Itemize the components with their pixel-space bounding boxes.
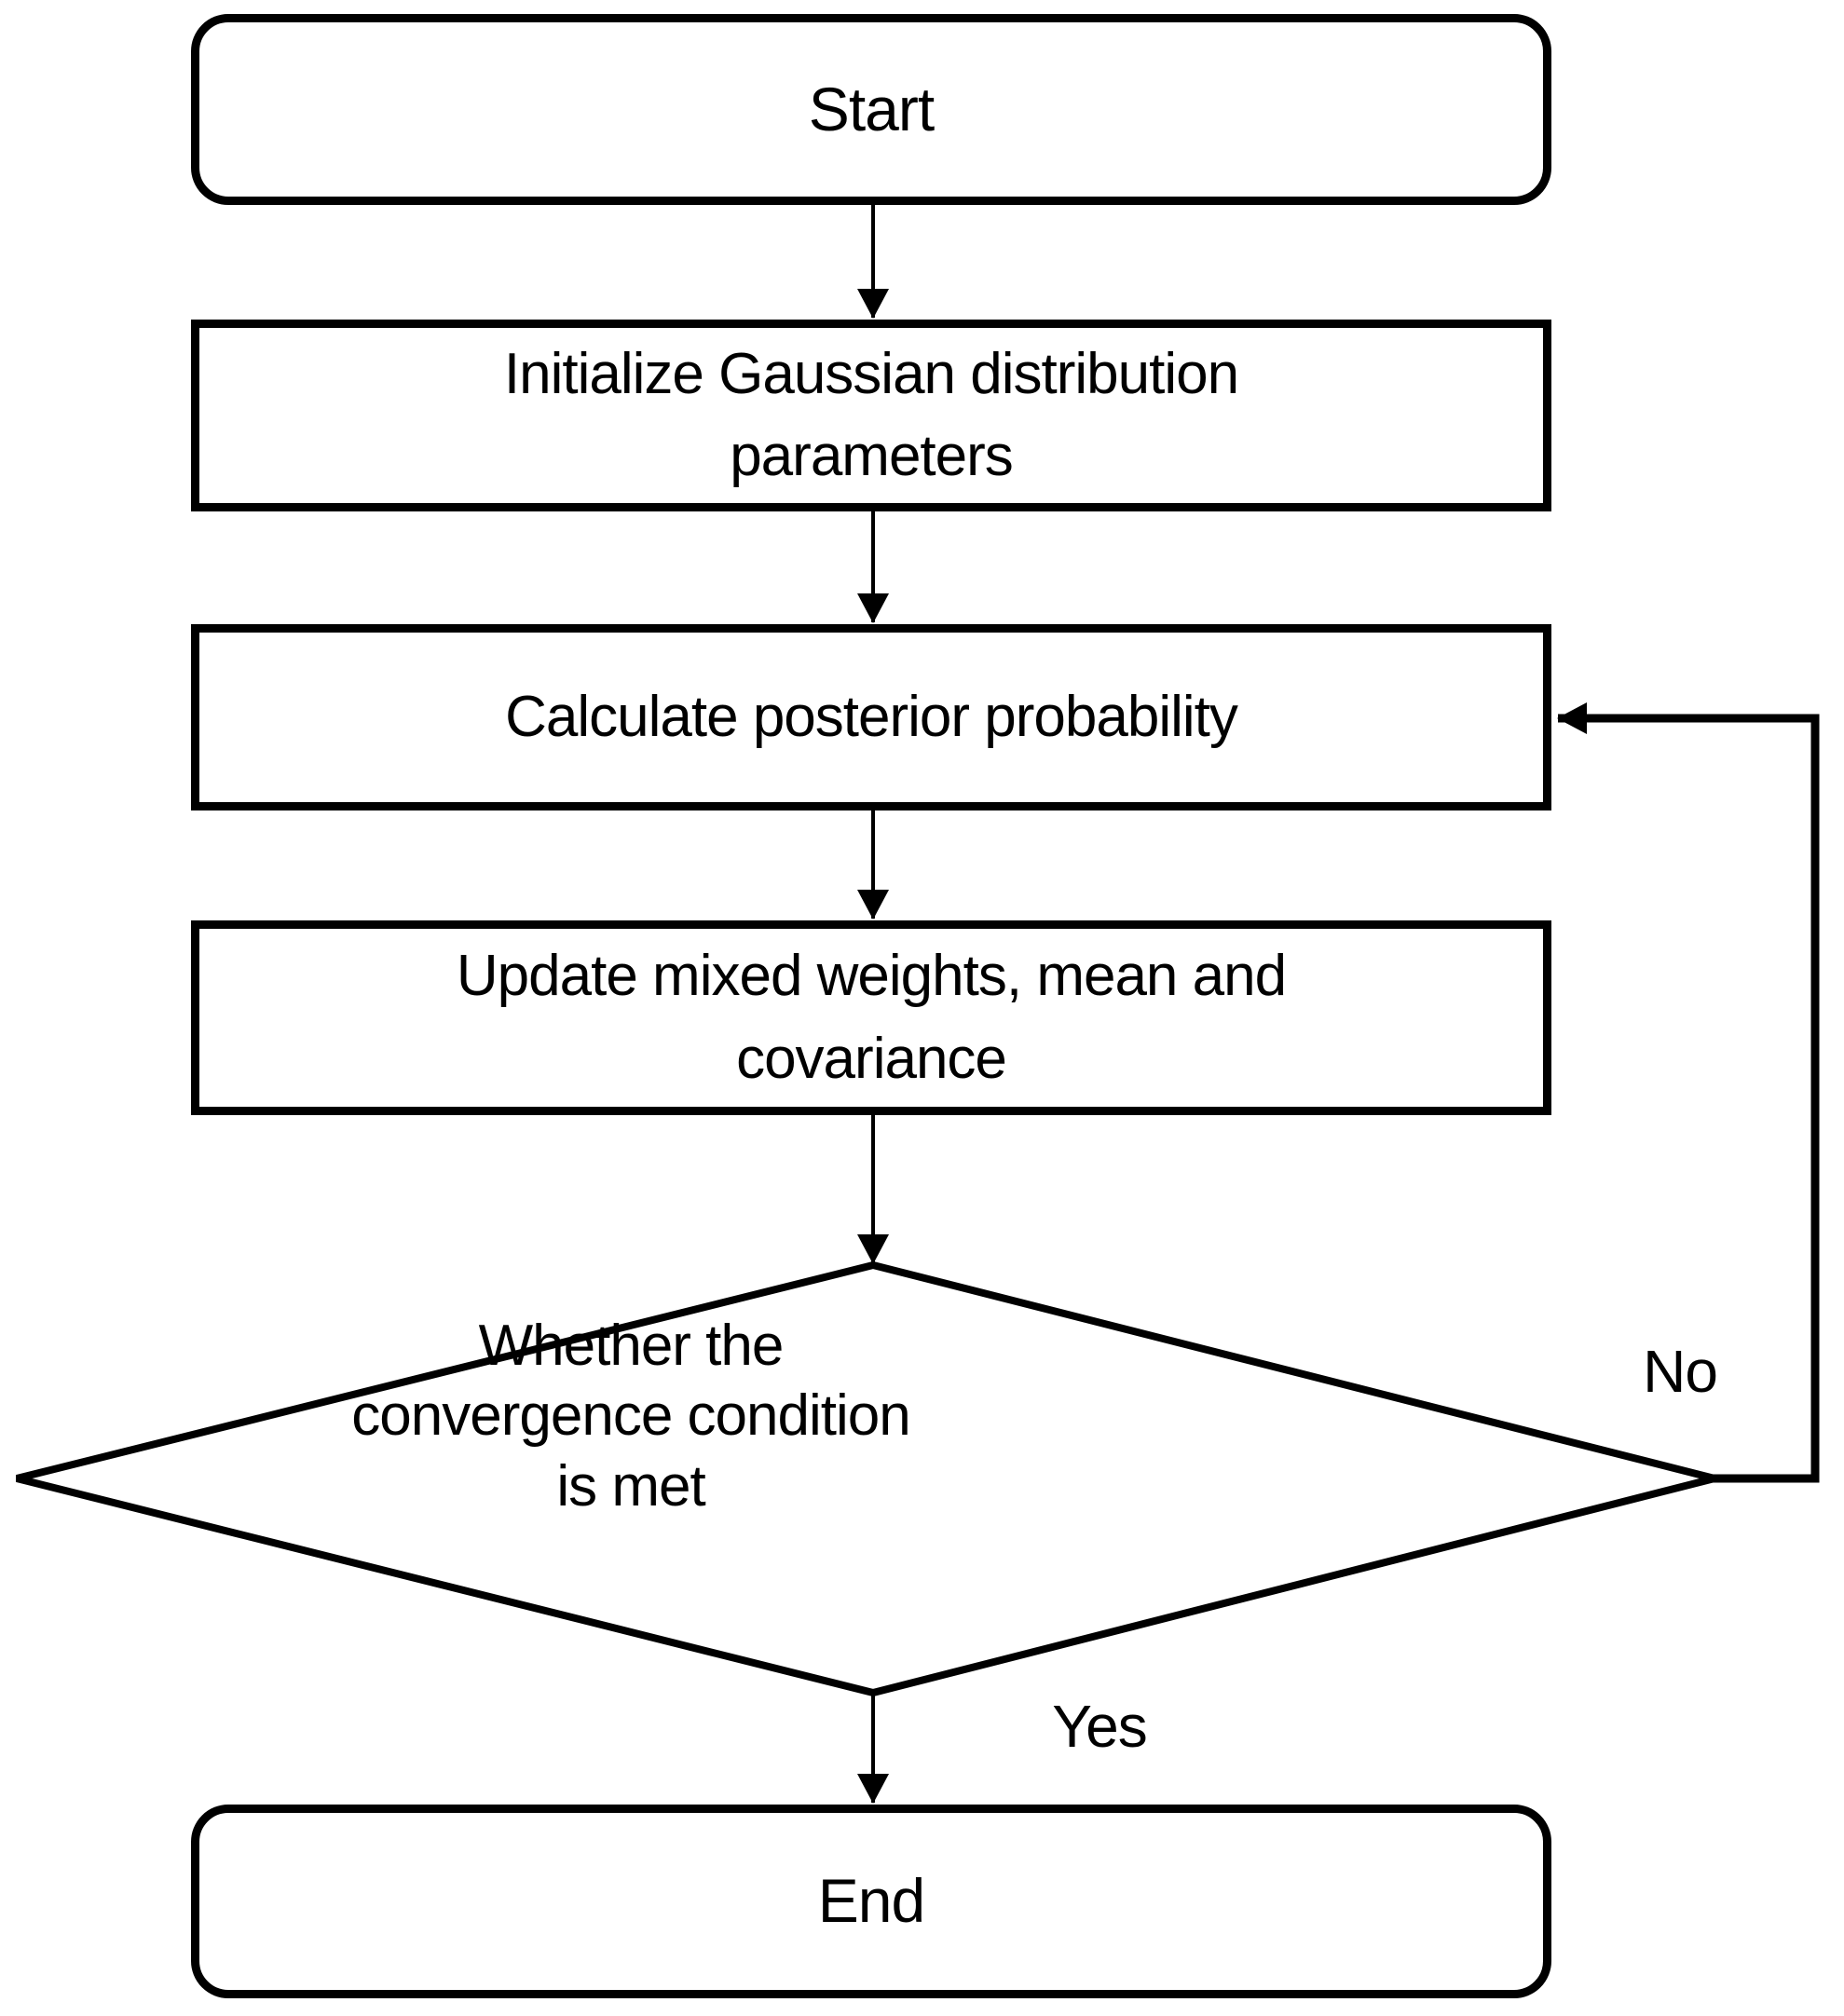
decision-node-label: Whether the convergence condition is met	[351, 1313, 910, 1519]
process-node-initialize-parameters: Initialize Gaussian distribution paramet…	[191, 320, 1551, 511]
edge-label-yes: Yes	[1052, 1693, 1147, 1760]
process-node-update-weights: Update mixed weights, mean and covarianc…	[191, 920, 1551, 1115]
end-node: End	[191, 1805, 1551, 1998]
loop-no-path	[1557, 702, 1820, 1483]
process-node-calculate-posterior: Calculate posterior probability	[191, 624, 1551, 810]
edge-label-no: No	[1643, 1338, 1718, 1405]
start-node: Start	[191, 14, 1551, 205]
